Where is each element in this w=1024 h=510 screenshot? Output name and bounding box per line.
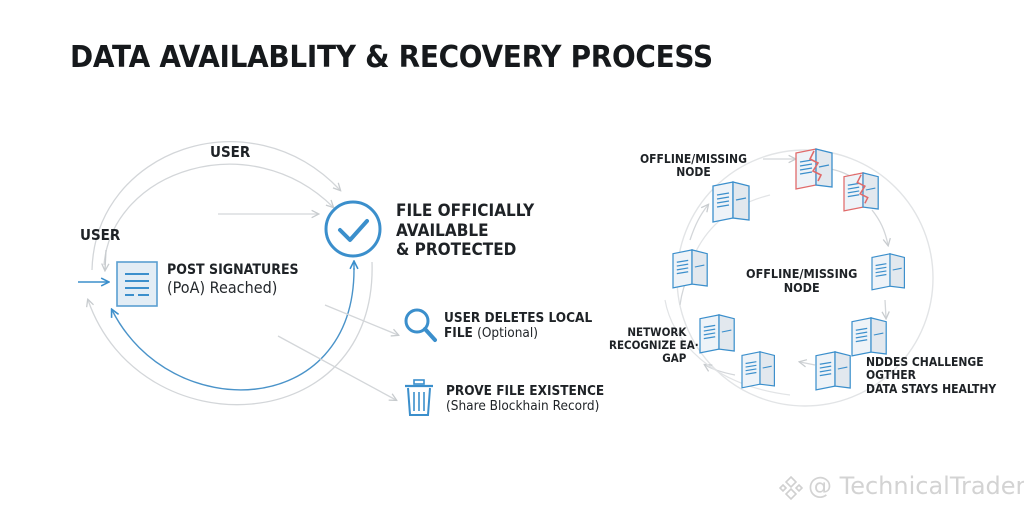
arrow-outer-arc-top [91, 141, 340, 271]
node-cube [741, 351, 775, 389]
nodes-challenge-label: NDDES CHALLENGE OGTHER DATA STAYS HEALTH… [866, 355, 997, 396]
file-available-line1: FILE OFFICIALLY [396, 201, 535, 221]
crack-mark [808, 150, 823, 182]
node-cube [672, 249, 708, 289]
trash-icon [405, 379, 433, 416]
network-line3: GAP [662, 350, 687, 365]
file-available-line3: & PROTECTED [396, 240, 517, 261]
post-signatures-line2: (PoA) Reached) [167, 277, 278, 297]
user-label-left: USER [80, 226, 121, 244]
post-signatures-line1: POST SIGNATURES [167, 262, 299, 278]
node-cube [699, 314, 735, 354]
document-icon [116, 261, 158, 307]
post-signatures-label: POST SIGNATURES (PoA) Reached) [167, 262, 299, 297]
user-deletes-optional: (Optional) [477, 325, 538, 342]
page-title: DATA AVAILABLITY & RECOVERY PROCESS [70, 40, 713, 75]
offline-top-line1: OFFLINE/MISSING [640, 152, 747, 166]
watermark: @ TechnicalTrader [778, 472, 1024, 500]
arrow-user-down [105, 249, 106, 270]
offline-top-line2: NODE [676, 165, 711, 180]
file-available-line2: AVAILABLE [396, 220, 489, 241]
magnifier-icon [404, 308, 437, 342]
crack-mark [856, 174, 869, 204]
file-available-label: FILE OFFICIALLY AVAILABLE & PROTECTED [396, 201, 535, 261]
broken-node-cube [843, 172, 879, 212]
user-deletes-label: USER DELETES LOCAL FILE (Optional) [444, 310, 593, 341]
arrow-to-prove [277, 335, 396, 400]
offline-node-top-label: OFFLINE/MISSING NODE [640, 152, 747, 180]
network-line1: NETWORK [627, 325, 687, 339]
prove-existence-line2: (Share Blockhain Record) [446, 398, 600, 415]
node-cube [851, 317, 887, 357]
offline-node-center-label: OFFLINE/MISSING NODE [746, 267, 857, 295]
arrow-blue-return-arc [112, 267, 355, 391]
node-cube [871, 253, 905, 291]
node-cubes [672, 148, 905, 391]
user-deletes-file-word: FILE [444, 325, 473, 342]
arrow-inner-arc-top [103, 163, 333, 266]
node-cube [712, 181, 750, 223]
offline-center-line2: NODE [783, 280, 820, 295]
network-recognize-label: NETWORK RECOGNIZE EA· GAP [609, 325, 699, 365]
arrow-to-delete [324, 304, 398, 335]
arrow-gray-return-arc [88, 261, 373, 406]
nodes-challenge-line2: OGTHER [866, 368, 916, 383]
nodes-challenge-line1: NDDES CHALLENGE [866, 355, 984, 369]
offline-center-line1: OFFLINE/MISSING [746, 266, 858, 281]
prove-existence-line1: PROVE FILE EXISTENCE [446, 383, 605, 399]
user-deletes-line1: USER DELETES LOCAL [444, 310, 593, 326]
left-flow-arrows [78, 141, 398, 406]
user-label-top: USER [210, 143, 251, 161]
prove-existence-label: PROVE FILE EXISTENCE (Share Blockhain Re… [446, 383, 605, 415]
user-deletes-line2: FILE (Optional) [444, 326, 592, 341]
checkmark-circle-icon [324, 200, 382, 258]
node-cube [815, 351, 851, 391]
binance-logo-icon [778, 475, 804, 500]
watermark-text: @ TechnicalTrader [808, 472, 1024, 500]
network-line2: RECOGNIZE EA· [609, 337, 699, 352]
broken-node-cube [795, 148, 833, 190]
nodes-challenge-line3: DATA STAYS HEALTHY [866, 381, 997, 396]
